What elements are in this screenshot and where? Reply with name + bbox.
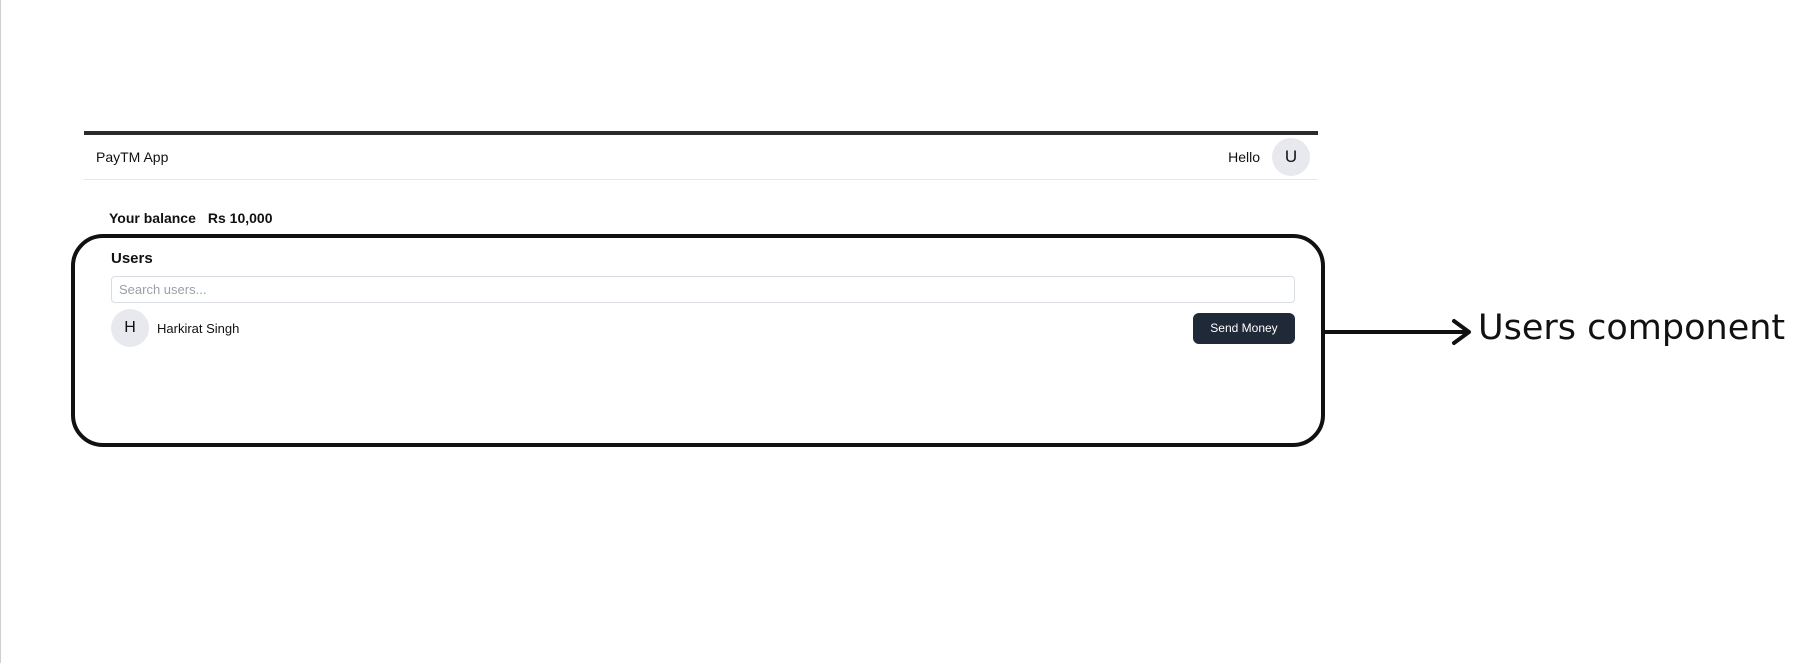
greeting-text: Hello	[1228, 149, 1260, 165]
user-avatar: H	[111, 309, 149, 347]
app-shell: PayTM App Hello U Your balance Rs 10,000	[84, 131, 1318, 295]
balance-summary: Your balance Rs 10,000	[109, 210, 273, 226]
current-user-initial: U	[1284, 147, 1298, 166]
users-component-annotation-label: Users component	[1478, 308, 1786, 348]
user-list-item: H Harkirat Singh Send Money	[111, 309, 1295, 347]
user-info: H Harkirat Singh	[111, 309, 239, 347]
arrow-right-icon	[1452, 319, 1471, 345]
send-money-button[interactable]: Send Money	[1193, 312, 1295, 344]
search-users-input[interactable]	[111, 276, 1295, 303]
callout-line	[1325, 330, 1467, 334]
app-title: PayTM App	[96, 149, 169, 165]
app-bar: PayTM App Hello U	[84, 135, 1318, 180]
users-component: Users H Harkirat Singh Send Money	[71, 234, 1325, 447]
current-user-avatar[interactable]: U	[1272, 138, 1310, 176]
balance-label: Your balance	[109, 210, 196, 226]
user-avatar-initial: H	[124, 319, 136, 336]
balance-value: Rs 10,000	[207, 210, 273, 226]
users-title: Users	[111, 250, 153, 267]
app-bar-user-area: Hello U	[1228, 138, 1310, 176]
user-name: Harkirat Singh	[157, 320, 240, 336]
